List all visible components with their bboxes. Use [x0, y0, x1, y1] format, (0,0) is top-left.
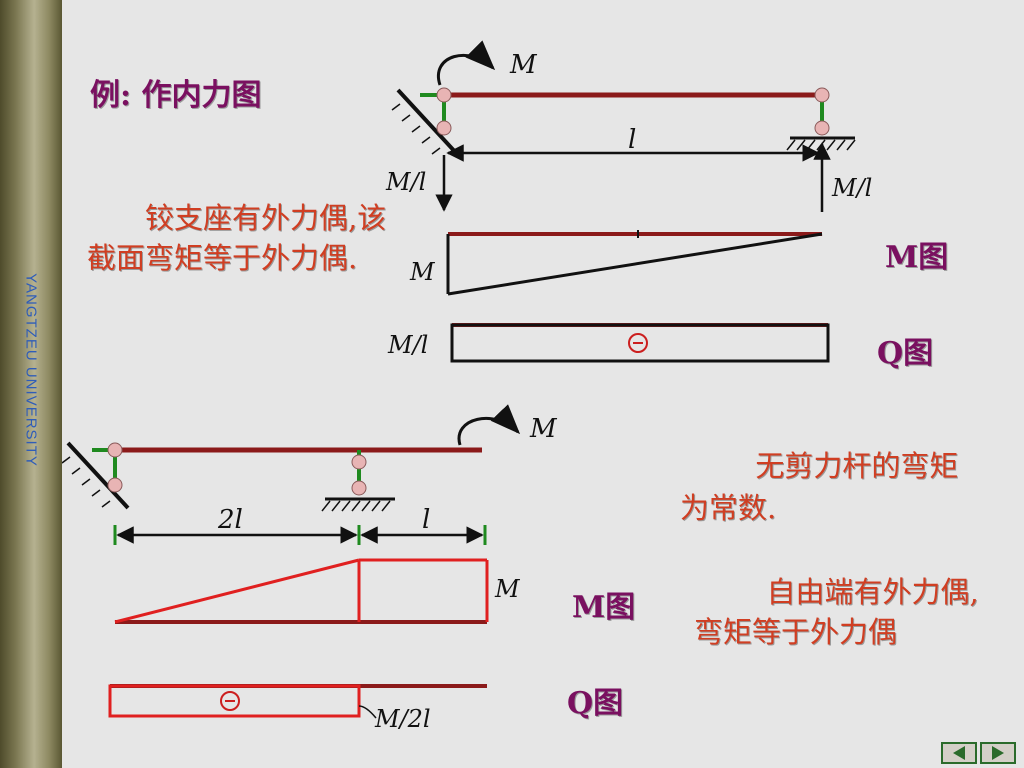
e2-q-diagram-label: Q图: [567, 686, 624, 721]
e1-m-diagram-label: M图: [885, 240, 949, 275]
e1-m-value: M: [409, 258, 436, 286]
prev-slide-button[interactable]: [941, 742, 977, 764]
arrow-right-icon: [992, 746, 1004, 760]
note-constant-moment: 无剪力杆的弯矩为常数.: [680, 449, 959, 525]
sidebar: YANGTZEU UNIVERSITY: [0, 0, 62, 768]
example1-m-diagram: M: [409, 230, 823, 296]
slide-navigation: [941, 742, 1016, 764]
example2-q-diagram: M/2l: [108, 684, 487, 733]
example2-beam: M 2l l: [62, 404, 558, 545]
slide-content: 例: 作内力图: [62, 0, 1024, 768]
e1-reaction-right: M/l: [831, 174, 872, 202]
e1-span-label: l: [628, 125, 636, 155]
example1-beam: M l M/l M/l: [385, 40, 872, 212]
note-free-end: 自由端有外力偶,弯矩等于外力偶: [694, 575, 979, 649]
e2-q-value: M/2l: [374, 705, 431, 733]
note-hinge-moment: 铰支座有外力偶,该截面弯矩等于外力偶.: [87, 201, 387, 275]
e1-q-diagram-label: Q图: [877, 336, 934, 371]
e2-m-value: M: [494, 575, 521, 603]
e1-moment-label: M: [509, 50, 538, 80]
example2-m-diagram: M: [114, 558, 521, 624]
example1-q-diagram: M/l: [387, 323, 830, 363]
arrow-left-icon: [953, 746, 965, 760]
next-slide-button[interactable]: [980, 742, 1016, 764]
e2-span-left: 2l: [217, 505, 243, 535]
university-name: YANGTZEU UNIVERSITY: [22, 273, 40, 467]
slide-title: 例: 作内力图: [90, 78, 262, 113]
e2-span-right: l: [422, 505, 430, 535]
e2-moment-label: M: [529, 414, 558, 444]
beam-figures: M l M/l M/l: [62, 40, 872, 733]
e2-m-diagram-label: M图: [572, 590, 636, 625]
e1-reaction-left: M/l: [385, 168, 426, 196]
e1-q-value: M/l: [387, 331, 428, 359]
